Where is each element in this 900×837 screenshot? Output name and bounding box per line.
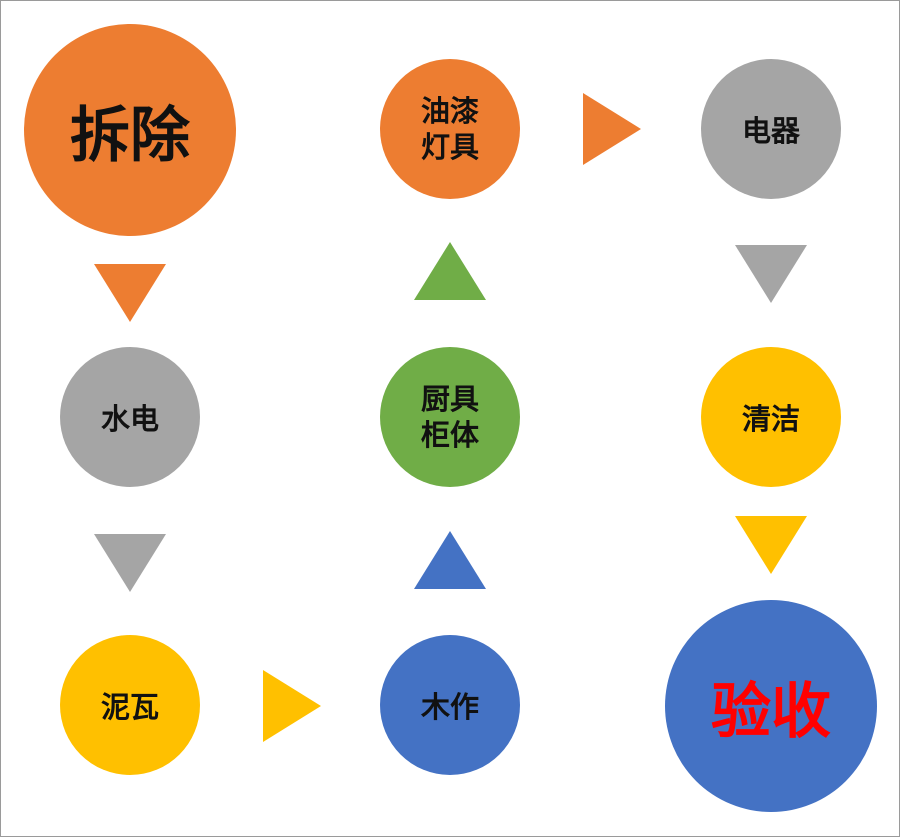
step-paint-lighting-label-2: 灯具 — [420, 130, 479, 164]
arrow-cabinets-to-paint — [414, 242, 486, 300]
step-cabinets: 厨具 柜体 — [380, 347, 520, 487]
step-cleaning: 清洁 — [701, 347, 841, 487]
arrow-demolition-to-plumbing — [94, 264, 166, 322]
arrow-appliances-to-cleaning — [735, 245, 807, 303]
arrow-paint-to-appliances — [583, 93, 641, 165]
arrow-masonry-to-carpentry — [263, 670, 321, 742]
step-masonry: 泥瓦 — [60, 635, 200, 775]
step-acceptance: 验收 — [665, 600, 877, 812]
step-masonry-label: 泥瓦 — [100, 690, 159, 724]
step-demolition: 拆除 — [24, 24, 236, 236]
step-cabinets-label-2: 柜体 — [420, 418, 479, 452]
step-appliances-label: 电器 — [741, 114, 800, 148]
step-acceptance-label: 验收 — [711, 676, 831, 747]
step-carpentry: 木作 — [380, 635, 520, 775]
arrow-plumbing-to-masonry — [94, 534, 166, 592]
step-paint-lighting-label-1: 油漆 — [420, 93, 479, 128]
step-demolition-label: 拆除 — [70, 100, 190, 171]
step-cleaning-label: 清洁 — [741, 402, 800, 436]
step-plumbing-electric: 水电 — [60, 347, 200, 487]
step-paint-lighting: 油漆 灯具 — [380, 59, 520, 199]
step-carpentry-label: 木作 — [420, 690, 479, 724]
step-appliances: 电器 — [701, 59, 841, 199]
arrow-cleaning-to-acceptance — [735, 516, 807, 574]
step-plumbing-electric-label: 水电 — [100, 402, 159, 436]
step-cabinets-label-1: 厨具 — [420, 381, 479, 416]
arrow-carpentry-to-cabinets — [414, 531, 486, 589]
